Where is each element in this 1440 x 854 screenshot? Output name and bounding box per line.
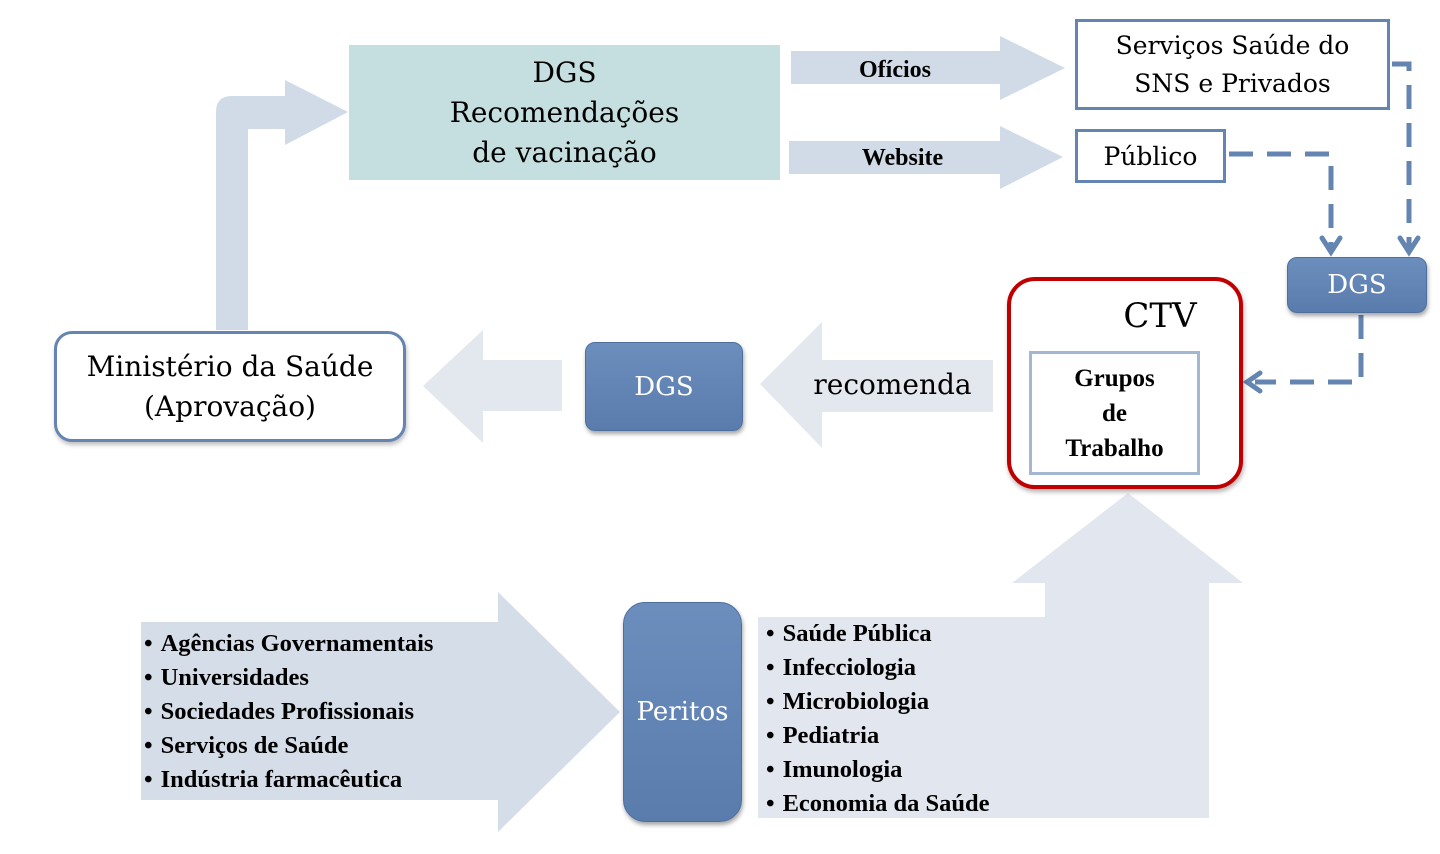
arrow-recomenda bbox=[760, 322, 993, 448]
groups-line-1: Grupos bbox=[1074, 364, 1155, 392]
dashed-connectors bbox=[1229, 61, 1412, 385]
oficios-label: Ofícios bbox=[859, 56, 931, 83]
recomenda-label: recomenda bbox=[813, 367, 972, 401]
ministry-line-1: Ministério da Saúde bbox=[86, 349, 374, 383]
source-item: Sociedades Profissionais bbox=[144, 695, 433, 729]
sources-list: Agências Governamentais Universidades So… bbox=[144, 627, 434, 797]
connector-publico-to-dgs bbox=[1229, 151, 1334, 248]
arrowhead-left bbox=[1242, 370, 1263, 394]
peritos-box: Peritos bbox=[623, 602, 742, 822]
website-label: Website bbox=[861, 144, 944, 171]
dgs-feedback-box: DGS bbox=[1287, 257, 1427, 313]
ctv-title: CTV bbox=[1123, 296, 1197, 336]
specialties-list: Saúde Pública Infecciologia Microbiologi… bbox=[766, 617, 990, 821]
connector-dgs-to-ctv bbox=[1255, 315, 1364, 385]
arrowhead-down-2 bbox=[1397, 235, 1421, 257]
connector-servicos-to-dgs bbox=[1392, 61, 1412, 248]
dgs-intermediate-box: DGS bbox=[585, 342, 743, 431]
bent-arrow-approval bbox=[216, 80, 348, 330]
source-item: Serviços de Saúde bbox=[144, 729, 433, 763]
arrowheads bbox=[1242, 235, 1421, 394]
arrow-oficios bbox=[791, 36, 1065, 100]
arrowhead-down-1 bbox=[1319, 235, 1343, 257]
dgs-recommendations-box: DGS Recomendações de vacinação bbox=[349, 45, 780, 180]
arrow-dgs-to-ministry bbox=[423, 330, 562, 443]
title-line-2: Recomendações bbox=[449, 95, 680, 129]
servicos-saude-box: Serviços Saúde do SNS e Privados bbox=[1075, 19, 1390, 110]
ministry-line-2: (Aprovação) bbox=[144, 389, 316, 423]
source-item: Universidades bbox=[144, 661, 433, 695]
arrow-website bbox=[789, 126, 1063, 189]
groups-line-2: de bbox=[1102, 399, 1127, 427]
specialty-item: Imunologia bbox=[766, 753, 990, 787]
specialty-item: Infecciologia bbox=[766, 651, 990, 685]
working-groups-box: Grupos de Trabalho bbox=[1029, 351, 1200, 475]
specialty-item: Economia da Saúde bbox=[766, 787, 990, 821]
servicos-line-1: Serviços Saúde do bbox=[1115, 30, 1350, 60]
groups-line-3: Trabalho bbox=[1065, 434, 1164, 462]
source-item: Indústria farmacêutica bbox=[144, 763, 433, 797]
specialty-item: Pediatria bbox=[766, 719, 990, 753]
servicos-line-2: SNS e Privados bbox=[1134, 68, 1331, 98]
title-line-3: de vacinação bbox=[472, 135, 657, 169]
source-item: Agências Governamentais bbox=[144, 627, 434, 661]
specialty-item: Saúde Pública bbox=[766, 617, 990, 651]
ministry-box: Ministério da Saúde (Aprovação) bbox=[54, 331, 406, 442]
title-line-1: DGS bbox=[532, 55, 597, 89]
publico-box: Público bbox=[1075, 129, 1226, 183]
specialty-item: Microbiologia bbox=[766, 685, 990, 719]
